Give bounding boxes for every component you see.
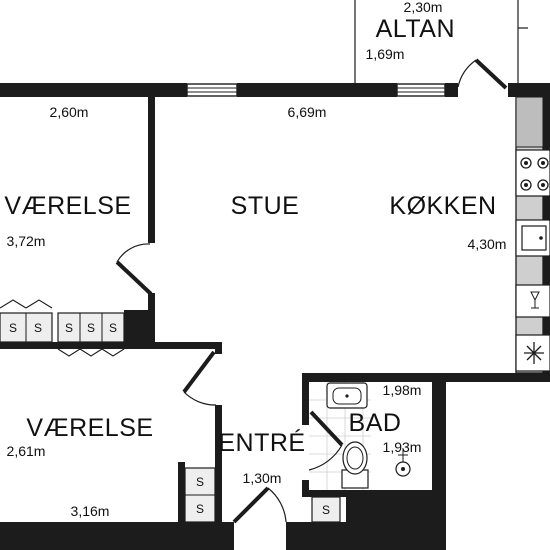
- closet-middle: S S S: [57, 312, 125, 357]
- closet-top-left: S S: [0, 299, 53, 343]
- closet-entre: S S: [184, 467, 216, 523]
- dimension-vaerelse-top-depth: 3,72m: [7, 233, 46, 249]
- partition-wall-top: [148, 97, 155, 243]
- bedroom-divider-wall: [0, 342, 222, 349]
- room-label-vaerelse-top: VÆRELSE: [4, 192, 131, 220]
- dimension-vaerelse-bottom-width: 3,16m: [71, 503, 110, 519]
- dimension-stue-width: 6,69m: [288, 104, 327, 120]
- storage-label: S: [196, 502, 204, 516]
- door-swing-icon: [182, 350, 217, 406]
- shower-drain-icon: [395, 448, 411, 477]
- bath-right-wall: [432, 373, 446, 550]
- dimension-koekken-depth: 4,30m: [468, 236, 507, 252]
- dimension-vaerelse-bottom-depth: 2,61m: [7, 443, 46, 459]
- bottom-wall: [0, 522, 234, 550]
- dimension-bad-depth: 1,93m: [383, 439, 422, 455]
- top-wall: [0, 83, 550, 97]
- oven-icon: [515, 284, 550, 318]
- bath-top-wall: [302, 373, 550, 382]
- storage-label: S: [196, 475, 204, 489]
- closet-entre-right: S: [311, 496, 341, 523]
- entre-left-wall: [215, 405, 222, 550]
- dimension-bad-width: 1,98m: [383, 382, 422, 398]
- room-label-altan: ALTAN: [376, 15, 455, 43]
- door-swing-icon: [308, 410, 344, 471]
- window-icon: [396, 83, 446, 97]
- room-label-stue: STUE: [231, 192, 300, 220]
- dimension-altan-depth: 1,69m: [366, 46, 405, 62]
- room-label-bad: BAD: [349, 409, 402, 437]
- bath-left-wall: [302, 373, 309, 425]
- room-label-entre: ENTRÉ: [218, 428, 305, 457]
- dimension-altan-width: 2,30m: [404, 0, 443, 15]
- fridge-icon: [515, 334, 550, 372]
- door-swing-icon: [232, 486, 287, 524]
- sink-icon: [515, 219, 550, 257]
- dimension-entre-width: 1,30m: [243, 470, 282, 486]
- storage-label: S: [34, 321, 42, 335]
- stove-icon: [515, 149, 550, 197]
- dimension-vaerelse-top-width: 2,60m: [50, 104, 89, 120]
- room-label-vaerelse-bottom: VÆRELSE: [26, 414, 153, 442]
- balcony-outline: [354, 0, 528, 84]
- storage-label: S: [109, 321, 117, 335]
- bathroom-sink-icon: [326, 382, 368, 409]
- toilet-icon: [341, 441, 369, 489]
- door-swing-icon: [457, 58, 508, 90]
- storage-label: S: [322, 503, 330, 517]
- storage-label: S: [9, 321, 17, 335]
- door-swing-icon: [115, 243, 153, 296]
- storage-label: S: [87, 321, 95, 335]
- room-label-koekken: KØKKEN: [389, 192, 496, 220]
- storage-label: S: [65, 321, 73, 335]
- window-icon: [186, 83, 238, 97]
